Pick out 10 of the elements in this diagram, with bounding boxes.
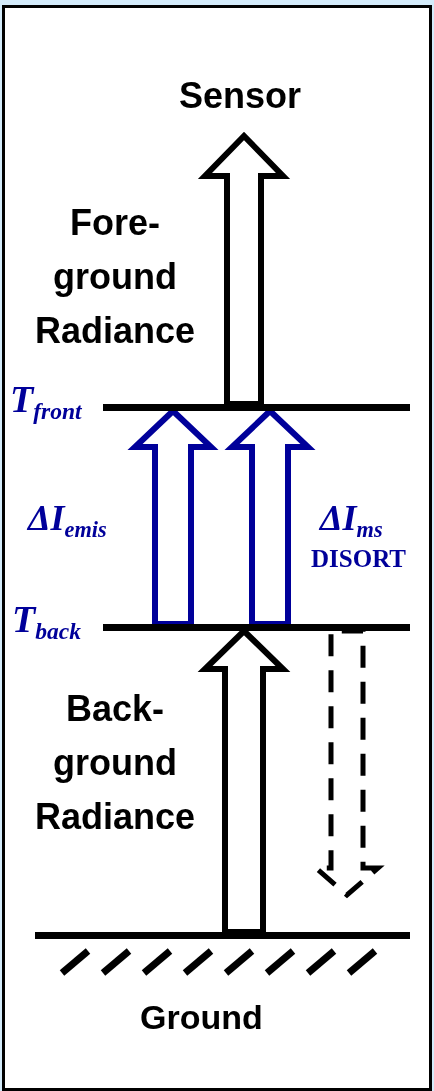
block-arrow [197, 131, 291, 407]
node-label: Sensor [177, 74, 302, 118]
radiance-label: Fore- ground Radiance [33, 201, 197, 353]
layer-temperature-label: T$_{back}$ [12, 600, 81, 644]
ground-label: Ground [140, 1000, 263, 1034]
radiance-label: Back- ground Radiance [33, 687, 197, 839]
layer-temperature-label: T$_{front}$ [10, 380, 82, 424]
scattering-label: ΔI$_{ms}$ [320, 498, 384, 544]
emission-label: ΔI$_{emis}$ [28, 498, 108, 544]
method-label: DISORT [311, 545, 407, 573]
